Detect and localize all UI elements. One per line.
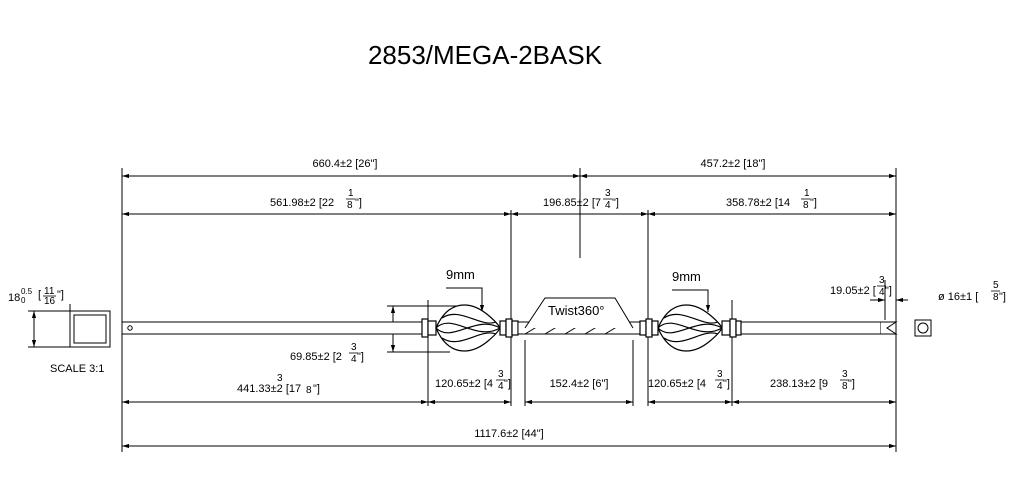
label-basket-right: 120.65±2 [4: [648, 378, 706, 390]
frac-num: 1: [348, 188, 354, 199]
frac-den: 4: [351, 354, 357, 365]
rod-left-segment: [121, 321, 423, 335]
basket-wire-3: [663, 313, 719, 324]
label-basket-left: 120.65±2 [4: [435, 378, 493, 390]
frac-den: 8: [993, 292, 999, 303]
label-suffix: "]: [357, 351, 364, 363]
label-suffix: "]: [885, 285, 892, 297]
label-collar-left: 9mm: [446, 267, 475, 282]
basket-wire-2: [435, 323, 501, 334]
frac-num: 3: [605, 188, 611, 199]
label-section-bracket: [: [38, 289, 41, 301]
label-twist: Twist360°: [548, 303, 605, 318]
collar-6: [639, 320, 647, 336]
label-middle-section: 196.85±2 [7: [543, 197, 601, 209]
collar-7: [645, 318, 653, 338]
rod-hole-icon: [127, 325, 133, 331]
rod: [121, 321, 898, 335]
label-basket-height: 69.85±2 [2: [290, 351, 342, 363]
frac-num: 3: [717, 369, 723, 380]
rod-end-tip: [881, 321, 898, 335]
label-bottom-right: 238.13±2 [9: [770, 378, 828, 390]
section-view-square: [28, 304, 111, 348]
frac-den: 8: [306, 385, 312, 396]
frac-den: 4: [498, 381, 504, 392]
label-collar-right: 9mm: [672, 269, 701, 284]
frac-num: 11: [44, 286, 55, 297]
basket-wire-4: [663, 332, 719, 343]
frac-num: 1: [804, 188, 810, 199]
collar-8: [651, 320, 659, 336]
collar-3: [499, 320, 507, 336]
label-suffix: "]: [355, 197, 362, 209]
leader-collar-left: [446, 287, 485, 312]
collar-1: [421, 318, 429, 338]
label-twist-length: 152.4±2 [6"]: [550, 378, 609, 390]
label-overall-right: 457.2±2 [18"]: [701, 158, 766, 170]
label-suffix: "]: [313, 383, 320, 395]
drawing-title: 2853/MEGA-2BASK: [367, 40, 603, 70]
label-scale: SCALE 3:1: [50, 363, 104, 375]
frac-num: 3: [879, 275, 885, 286]
label-section-size: 18: [8, 292, 20, 304]
frac-den: 4: [717, 381, 723, 392]
label-overall-total: 1117.6±2 [44"]: [474, 428, 543, 440]
label-suffix: "]: [723, 378, 730, 390]
collar-5: [511, 320, 519, 336]
collar-2: [427, 320, 437, 336]
basket-wire-2: [657, 323, 723, 334]
frac-den: 8: [803, 200, 809, 211]
collar-4: [505, 318, 513, 338]
end-view-square: [914, 319, 932, 337]
collar-9: [721, 320, 731, 336]
frac-num: 3: [351, 342, 357, 353]
frac-num: 3: [498, 369, 504, 380]
collar-10: [729, 318, 737, 338]
frac-den: 4: [879, 287, 885, 298]
label-right-section: 358.78±2 [14: [726, 197, 790, 209]
frac-den: 4: [605, 200, 611, 211]
label-end-offset: 19.05±2 [: [830, 285, 876, 297]
rod-right-segment: [740, 321, 882, 335]
end-view: [914, 319, 932, 337]
label-left-to-basket: 561.98±2 [22: [270, 197, 334, 209]
label-section-tol-low: 0: [21, 296, 26, 305]
label-section-tol: 0.5: [21, 287, 33, 296]
frac-num: 5: [993, 280, 999, 291]
label-suffix: "]: [612, 197, 619, 209]
end-view-circle: [917, 322, 929, 334]
frac-den: 16: [44, 296, 56, 307]
basket-wire-1: [657, 322, 723, 333]
label-overall-left: 660.4±2 [26"]: [313, 158, 378, 170]
basket-wire-1: [435, 322, 501, 333]
leader-collar-right: [672, 289, 711, 312]
basket-left: [421, 304, 519, 352]
label-bottom-left: 441.33±2 [17: [237, 383, 301, 395]
frac-den: 8: [347, 200, 353, 211]
label-end-diameter: ø 16±1 [: [938, 291, 978, 303]
label-suffix: "]: [999, 291, 1006, 303]
label-suffix: "]: [810, 197, 817, 209]
section-outer: [69, 310, 111, 348]
basket-right: [639, 304, 742, 352]
frac-num: 3: [842, 369, 848, 380]
frac-den: 8: [842, 381, 848, 392]
basket-wire-3: [441, 313, 497, 324]
label-section-bracket-end: "]: [57, 289, 64, 301]
collar-11: [735, 320, 742, 336]
twist-callout-shape: [524, 297, 634, 329]
section-inner: [73, 314, 107, 344]
frac-num: 3: [277, 373, 283, 384]
label-suffix: "]: [848, 378, 855, 390]
basket-wire-4: [441, 332, 497, 343]
label-suffix: "]: [504, 378, 511, 390]
